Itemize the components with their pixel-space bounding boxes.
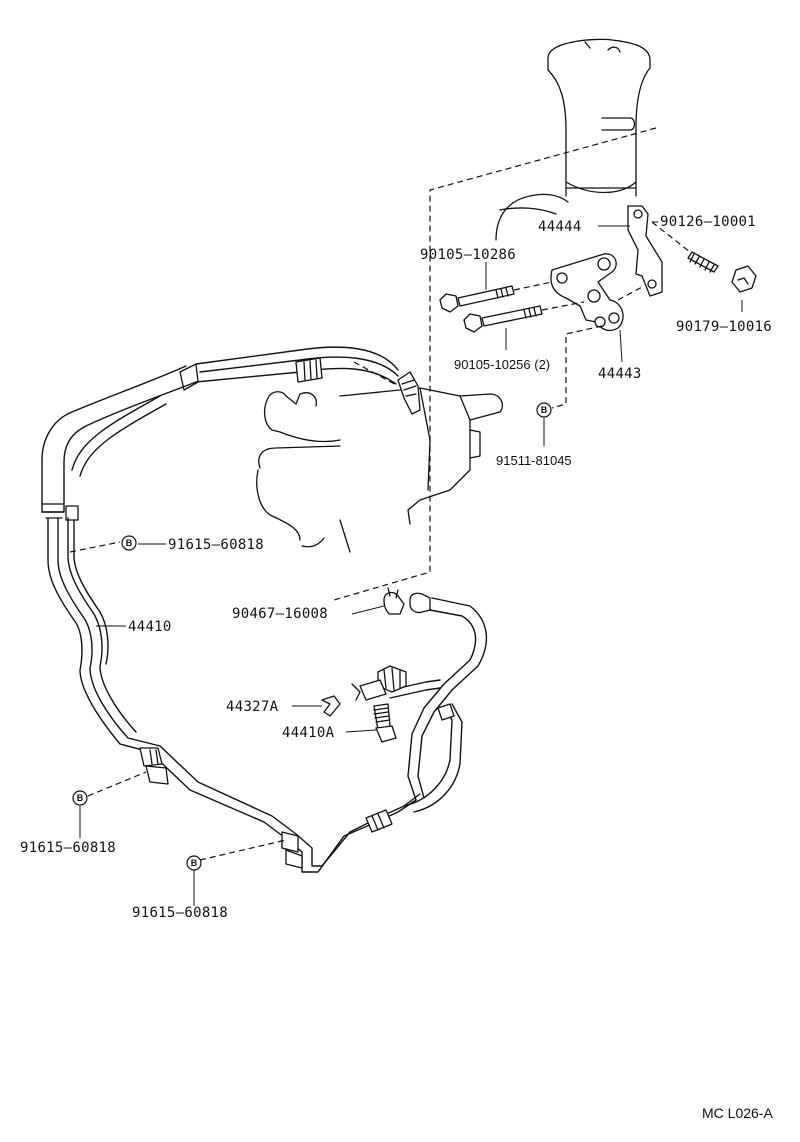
label-90467-16008: 90467–16008 [232, 606, 328, 622]
reservoir-tank [547, 38, 651, 197]
stud-bolt-90126 [687, 251, 719, 273]
label-90105-10256: 90105-10256 (2) [454, 357, 550, 372]
label-91615-60818-lower-left: 91615–60818 [20, 840, 116, 856]
label-44410: 44410 [128, 619, 172, 635]
bracket-44443 [550, 253, 624, 332]
clip-90467 [383, 587, 405, 615]
nut-90179 [731, 265, 757, 293]
union-fitting [351, 665, 407, 701]
pump-body-outline [495, 193, 569, 241]
label-44327A: 44327A [226, 699, 279, 715]
label-91615-60818-lower-center: 91615–60818 [132, 905, 228, 921]
svg-text:B: B [541, 405, 548, 415]
label-90179-10016: 90179–10016 [676, 319, 772, 335]
pressure-tube-44410 [41, 346, 488, 873]
label-90126-10001: 90126–10001 [660, 214, 756, 230]
dashed-guide-91511 [551, 325, 603, 409]
leader-lines [69, 221, 743, 906]
bracket-44444 [627, 205, 663, 297]
b-marker-upper: B [121, 535, 137, 551]
label-44443: 44443 [598, 366, 642, 382]
b-marker-lower-left: B [72, 790, 88, 806]
label-90105-10286: 90105–10286 [420, 247, 516, 263]
dashed-guide-bracket [617, 285, 645, 301]
steering-gear-housing [256, 387, 504, 553]
bolt-90105-10256 [463, 305, 543, 333]
b-marker-91511: B [536, 402, 552, 418]
b-marker-lower-center: B [186, 855, 202, 871]
bolt-90105-10286 [439, 285, 515, 313]
diagram-code: MC L026-A [702, 1105, 773, 1121]
hose-fitting-gear [397, 371, 421, 415]
label-91511-81045: 91511-81045 [496, 453, 572, 468]
label-44410A: 44410A [282, 725, 335, 741]
label-91615-60818-upper: 91615–60818 [168, 537, 264, 553]
svg-text:B: B [77, 793, 84, 803]
svg-text:B: B [126, 538, 133, 548]
fitting-44410A [373, 703, 397, 743]
clip-44327A [321, 695, 341, 717]
svg-text:B: B [191, 858, 198, 868]
dashed-guide-bolt-256 [541, 301, 585, 311]
label-44444: 44444 [538, 219, 582, 235]
dashed-guide-stud [651, 221, 691, 253]
dashed-guide-bolt-286 [513, 281, 553, 291]
dashed-guide-reservoir [333, 127, 657, 601]
